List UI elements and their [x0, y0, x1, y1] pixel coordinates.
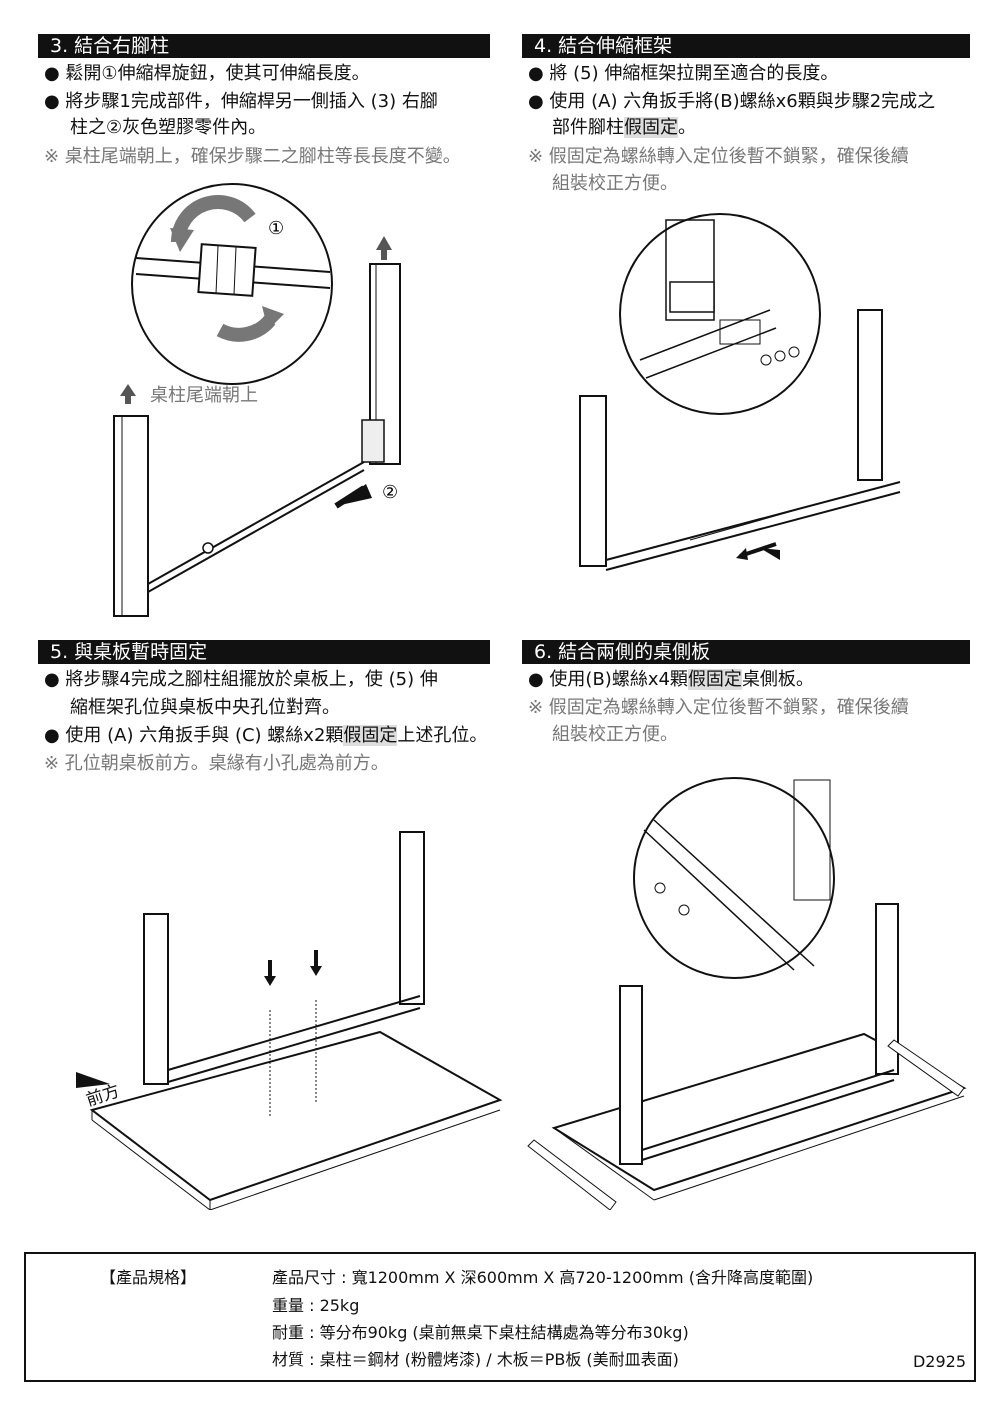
step6-note: ※ 假固定為螺絲轉入定位後暫不鎖緊，確保後續 — [528, 697, 909, 718]
step5-illustration — [76, 831, 503, 1210]
step4-header: 4. 結合伸縮框架 — [522, 34, 970, 58]
step4-illustration — [579, 213, 901, 571]
step6-illustration — [527, 777, 967, 1210]
step3-note: ※ 桌柱尾端朝上，確保步驟二之腳柱等長長度不變。 — [44, 146, 461, 167]
step3-header: 3. 結合右腳柱 — [38, 34, 490, 58]
spec-load: 耐重 : 等分布90kg (桌前無桌下桌柱結構處為等分布30kg) — [272, 1323, 689, 1342]
step3-bullet-2: ● 將步驟1完成部件，伸縮桿另一側插入 (3) 右腳 — [44, 91, 438, 112]
step4-bullet-1: ● 將 (5) 伸縮框架拉開至適合的長度。 — [528, 63, 839, 84]
step6-note-cont: 組裝校正方便。 — [552, 724, 678, 745]
step6-header: 6. 結合兩側的桌側板 — [522, 640, 970, 664]
step5-bullet-1: ● 將步驟4完成之腳柱組擺放於桌板上，使 (5) 伸 — [44, 669, 438, 690]
spec-box: 【產品規格】 產品尺寸 : 寬1200mm X 深600mm X 高720-12… — [24, 1252, 976, 1382]
spec-size: 產品尺寸 : 寬1200mm X 深600mm X 高720-1200mm (含… — [272, 1268, 814, 1287]
step5-note: ※ 孔位朝桌板前方。桌緣有小孔處為前方。 — [44, 753, 389, 774]
step3-bullet-2-cont: 柱之②灰色塑膠零件內。 — [70, 117, 267, 138]
step4-bullet-2-cont: 部件腳柱假固定。 — [552, 117, 696, 138]
step5-header: 5. 與桌板暫時固定 — [38, 640, 490, 664]
spec-label: 【產品規格】 — [100, 1268, 197, 1287]
step4-bullet-2: ● 使用 (A) 六角扳手將(B)螺絲x6顆與步驟2完成之 — [528, 91, 936, 112]
step6-bullet-1: ● 使用(B)螺絲x4顆假固定桌側板。 — [528, 669, 814, 690]
step3-illustration: ① ② — [113, 183, 401, 617]
step5-bullet-2: ● 使用 (A) 六角扳手與 (C) 螺絲x2顆假固定上述孔位。 — [44, 725, 488, 746]
insert-marker-2: ② — [382, 482, 398, 503]
spec-weight: 重量 : 25kg — [272, 1296, 360, 1315]
product-code: D2925 — [912, 1352, 966, 1371]
step4-note: ※ 假固定為螺絲轉入定位後暫不鎖緊，確保後續 — [528, 146, 909, 167]
step4-note-cont: 組裝校正方便。 — [552, 173, 678, 194]
step3-bullet-1: ● 鬆開①伸縮桿旋鈕，使其可伸縮長度。 — [44, 63, 370, 84]
step5-bullet-1-cont: 縮框架孔位與桌板中央孔位對齊。 — [70, 697, 340, 718]
rotate-marker-1: ① — [268, 218, 284, 239]
step3-figure-label: 桌柱尾端朝上 — [150, 385, 258, 406]
spec-material: 材質 : 桌柱＝鋼材 (粉體烤漆) / 木板＝PB板 (美耐皿表面) — [272, 1350, 679, 1369]
